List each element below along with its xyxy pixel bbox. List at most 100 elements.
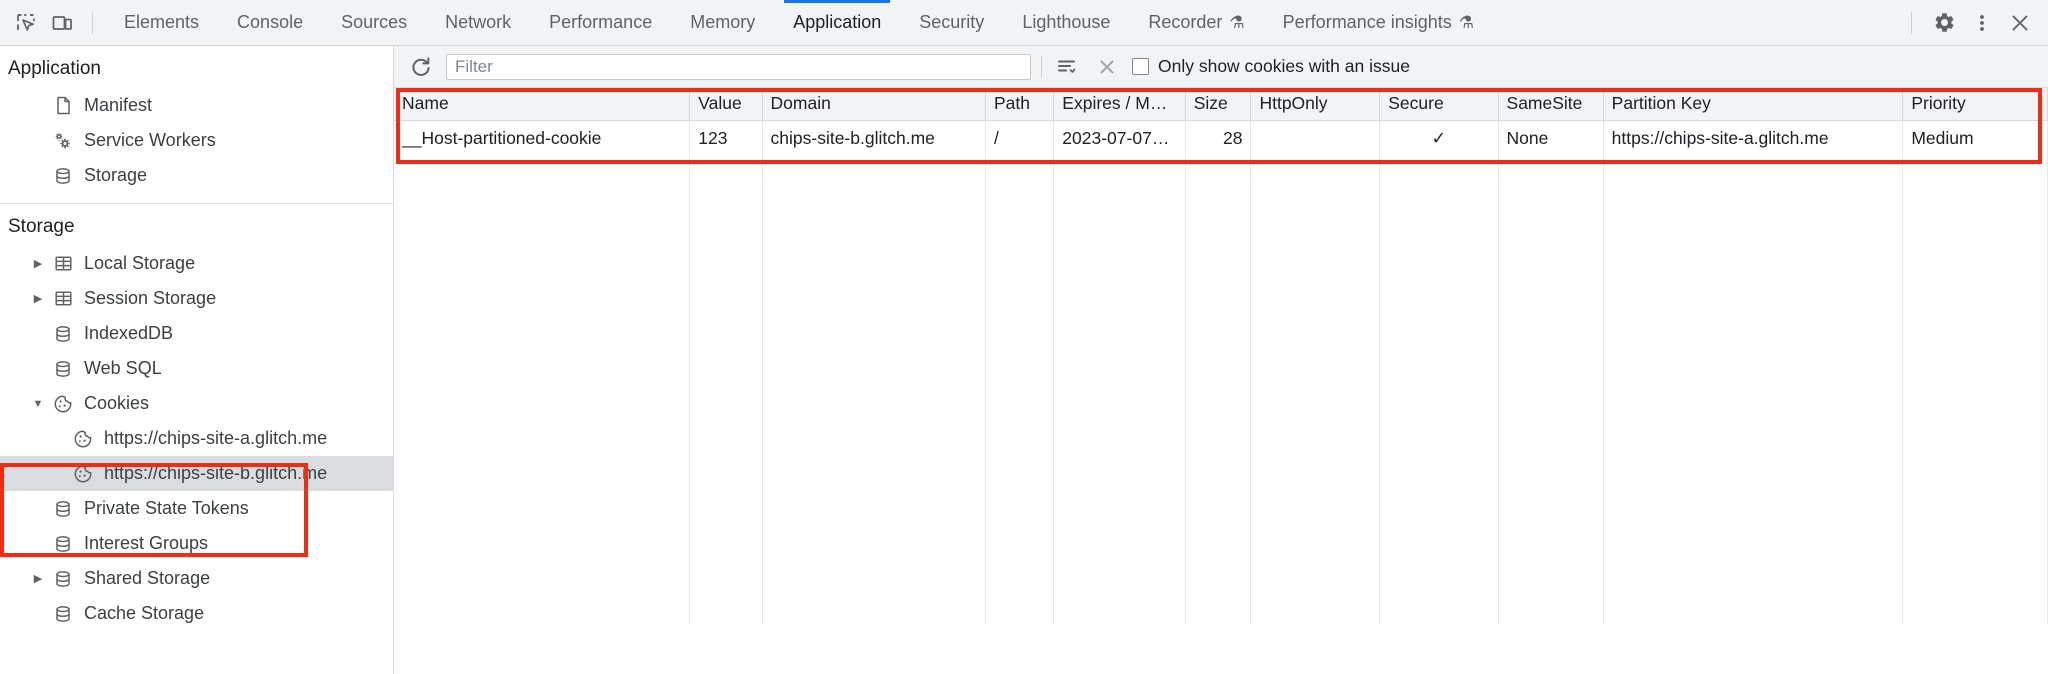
tab-performance-insights[interactable]: Performance insights⚗ xyxy=(1264,0,1493,46)
cell-expires-m[interactable]: 2023-07-07… xyxy=(1053,120,1186,156)
column-header-name[interactable]: Name xyxy=(394,88,691,121)
sidebar-item-cookies[interactable]: ▼Cookies xyxy=(0,386,393,421)
empty-cell xyxy=(762,372,986,408)
empty-cell xyxy=(1379,156,1499,192)
column-header-domain[interactable]: Domain xyxy=(762,88,986,121)
sidebar-item-interest-groups[interactable]: Interest Groups xyxy=(0,526,393,561)
column-header-secure[interactable]: Secure xyxy=(1379,88,1499,121)
clear-filtered-cookies-icon[interactable] xyxy=(1052,52,1082,82)
chevron-right-icon[interactable]: ▶ xyxy=(33,258,43,270)
column-header-partition-key[interactable]: Partition Key xyxy=(1603,88,1904,121)
empty-cell xyxy=(1379,192,1499,228)
empty-cell xyxy=(394,336,691,372)
tab-network[interactable]: Network xyxy=(426,0,530,46)
chevron-down-icon[interactable]: ▼ xyxy=(32,397,44,410)
sidebar-item-cache-storage[interactable]: Cache Storage xyxy=(0,596,393,631)
sidebar-item-shared-storage[interactable]: ▶ Shared Storage xyxy=(0,561,393,596)
sidebar-item-https-chips-site-b-glitch-me[interactable]: https://chips-site-b.glitch.me xyxy=(0,456,393,491)
tab-performance[interactable]: Performance xyxy=(530,0,671,46)
empty-cell xyxy=(1250,264,1381,300)
tab-console[interactable]: Console xyxy=(218,0,322,46)
only-show-issues-checkbox[interactable]: Only show cookies with an issue xyxy=(1132,56,1410,77)
refresh-icon[interactable] xyxy=(406,52,436,82)
empty-cell xyxy=(1498,336,1604,372)
sidebar-item-local-storage[interactable]: ▶Local Storage xyxy=(0,246,393,281)
chevron-right-icon[interactable]: ▶ xyxy=(33,573,43,585)
filter-input[interactable] xyxy=(446,53,1031,80)
tab-application[interactable]: Application xyxy=(774,0,900,46)
empty-cell xyxy=(985,228,1055,264)
empty-cell xyxy=(689,372,763,408)
tab-label: Lighthouse xyxy=(1022,12,1111,32)
sidebar-item-label: Shared Storage xyxy=(84,568,211,588)
inspect-element-icon[interactable] xyxy=(8,6,44,40)
cell-path[interactable]: / xyxy=(985,120,1055,156)
tab-sources[interactable]: Sources xyxy=(322,0,426,46)
database-icon xyxy=(48,323,78,345)
checkbox-box[interactable] xyxy=(1132,58,1149,75)
empty-cell xyxy=(394,444,691,480)
cell-secure[interactable]: ✓ xyxy=(1379,120,1499,156)
cell-httponly[interactable] xyxy=(1250,120,1381,156)
empty-cell xyxy=(985,480,1055,516)
empty-cell xyxy=(1250,192,1381,228)
sidebar-item-session-storage[interactable]: ▶Session Storage xyxy=(0,281,393,316)
empty-cell xyxy=(1053,552,1186,588)
empty-cell xyxy=(1603,372,1904,408)
empty-cell xyxy=(1498,444,1604,480)
chevron-right-icon[interactable]: ▶ xyxy=(33,293,43,305)
empty-cell xyxy=(1250,408,1381,444)
sidebar-item-https-chips-site-a-glitch-me[interactable]: https://chips-site-a.glitch.me xyxy=(0,421,393,456)
gear-icon[interactable] xyxy=(1926,6,1962,40)
cell-name[interactable]: __Host-partitioned-cookie xyxy=(394,120,691,156)
tab-security[interactable]: Security xyxy=(900,0,1003,46)
empty-cell xyxy=(1498,480,1604,516)
column-header-value[interactable]: Value xyxy=(689,88,763,121)
cell-priority[interactable]: Medium xyxy=(1902,120,2048,156)
column-header-httponly[interactable]: HttpOnly xyxy=(1250,88,1381,121)
column-header-priority[interactable]: Priority xyxy=(1902,88,2048,121)
empty-cell xyxy=(1053,372,1186,408)
empty-row xyxy=(394,156,2048,192)
sidebar-item-label: Manifest xyxy=(84,95,153,115)
device-toolbar-icon[interactable] xyxy=(44,6,80,40)
empty-row xyxy=(394,300,2048,336)
tab-elements[interactable]: Elements xyxy=(105,0,218,46)
clear-all-cookies-icon[interactable] xyxy=(1092,52,1122,82)
close-icon[interactable] xyxy=(2002,6,2038,40)
column-header-path[interactable]: Path xyxy=(985,88,1055,121)
empty-cell xyxy=(985,192,1055,228)
tab-memory[interactable]: Memory xyxy=(671,0,774,46)
empty-cell xyxy=(394,192,691,228)
cell-size[interactable]: 28 xyxy=(1185,120,1252,156)
cell-samesite[interactable]: None xyxy=(1498,120,1604,156)
sidebar-item-service-workers[interactable]: Service Workers xyxy=(0,123,393,158)
column-header-expires-m[interactable]: Expires / M… xyxy=(1053,88,1186,121)
cell-value[interactable]: 123 xyxy=(689,120,763,156)
empty-cell xyxy=(1902,444,2048,480)
tab-label: Elements xyxy=(124,12,200,32)
tab-recorder[interactable]: Recorder⚗ xyxy=(1129,0,1263,46)
more-options-icon[interactable] xyxy=(1964,6,2000,40)
sidebar-item-label: Cache Storage xyxy=(84,603,205,623)
sidebar-item-private-state-tokens[interactable]: Private State Tokens xyxy=(0,491,393,526)
sidebar-item-indexeddb[interactable]: IndexedDB xyxy=(0,316,393,351)
empty-cell xyxy=(1498,156,1604,192)
empty-cell xyxy=(394,300,691,336)
sidebar-item-web-sql[interactable]: Web SQL xyxy=(0,351,393,386)
empty-cell xyxy=(762,336,986,372)
empty-cell xyxy=(394,408,691,444)
cell-partition-key[interactable]: https://chips-site-a.glitch.me xyxy=(1603,120,1904,156)
empty-cell xyxy=(689,444,763,480)
empty-cell xyxy=(985,552,1055,588)
column-header-size[interactable]: Size xyxy=(1185,88,1252,121)
tab-lighthouse[interactable]: Lighthouse xyxy=(1003,0,1129,46)
sidebar-item-storage[interactable]: Storage xyxy=(0,158,393,193)
column-header-samesite[interactable]: SameSite xyxy=(1498,88,1604,121)
cell-domain[interactable]: chips-site-b.glitch.me xyxy=(762,120,986,156)
empty-cell xyxy=(1185,444,1252,480)
empty-cell xyxy=(1185,516,1252,552)
sidebar-item-manifest[interactable]: Manifest xyxy=(0,88,393,123)
